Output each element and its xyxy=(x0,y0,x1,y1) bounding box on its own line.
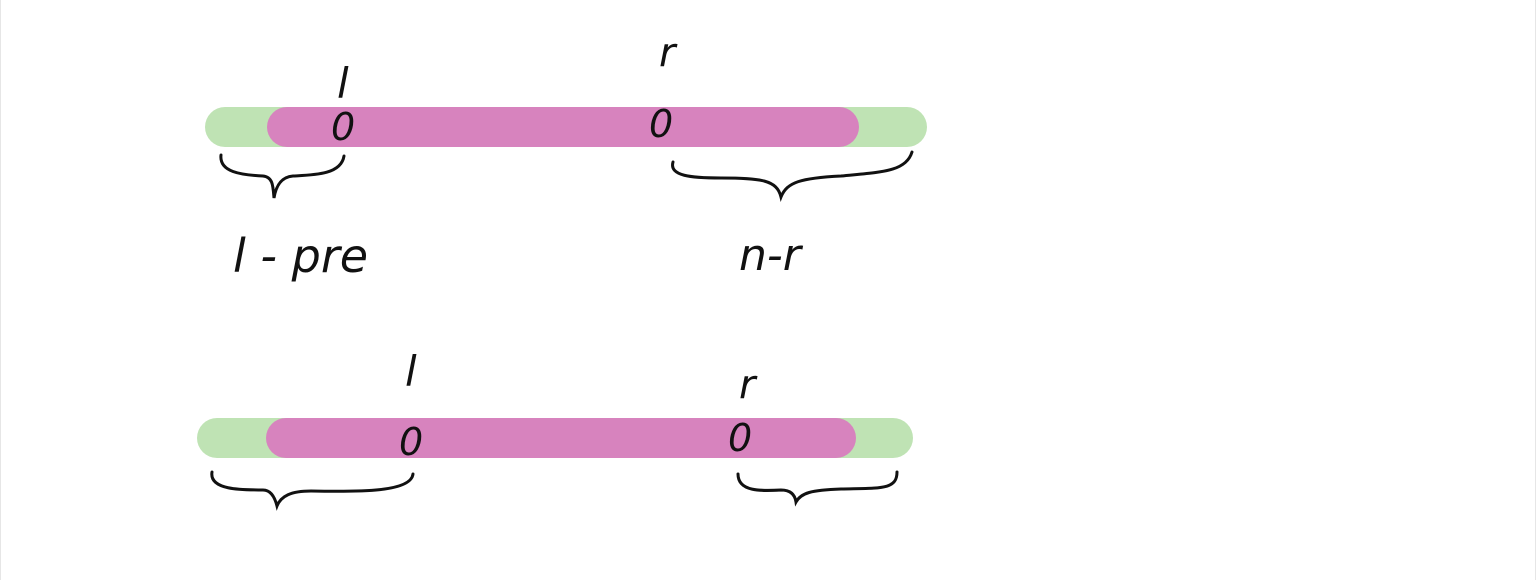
top-l-marker: 0 xyxy=(331,105,355,149)
top-r-marker: 0 xyxy=(649,102,673,146)
bottom-right-brace xyxy=(736,470,899,507)
bottom-l-label: l xyxy=(405,347,417,396)
top-left-brace-label: l - pre xyxy=(233,229,368,283)
bottom-r-marker: 0 xyxy=(728,416,752,460)
top-l-label: l xyxy=(337,59,349,108)
bottom-inner-segment xyxy=(266,418,856,458)
top-inner-segment xyxy=(267,107,859,147)
bottom-left-brace xyxy=(210,470,415,511)
top-r-label: r xyxy=(659,30,678,76)
top-left-brace xyxy=(219,153,346,199)
top-diagram: 0 0 l r l - pre n-r xyxy=(205,30,927,283)
bottom-l-marker: 0 xyxy=(399,420,423,464)
top-right-brace-label: n-r xyxy=(739,230,804,281)
bottom-diagram: 0 0 l r xyxy=(197,347,913,511)
bottom-r-label: r xyxy=(739,362,758,408)
top-right-brace xyxy=(671,150,914,202)
